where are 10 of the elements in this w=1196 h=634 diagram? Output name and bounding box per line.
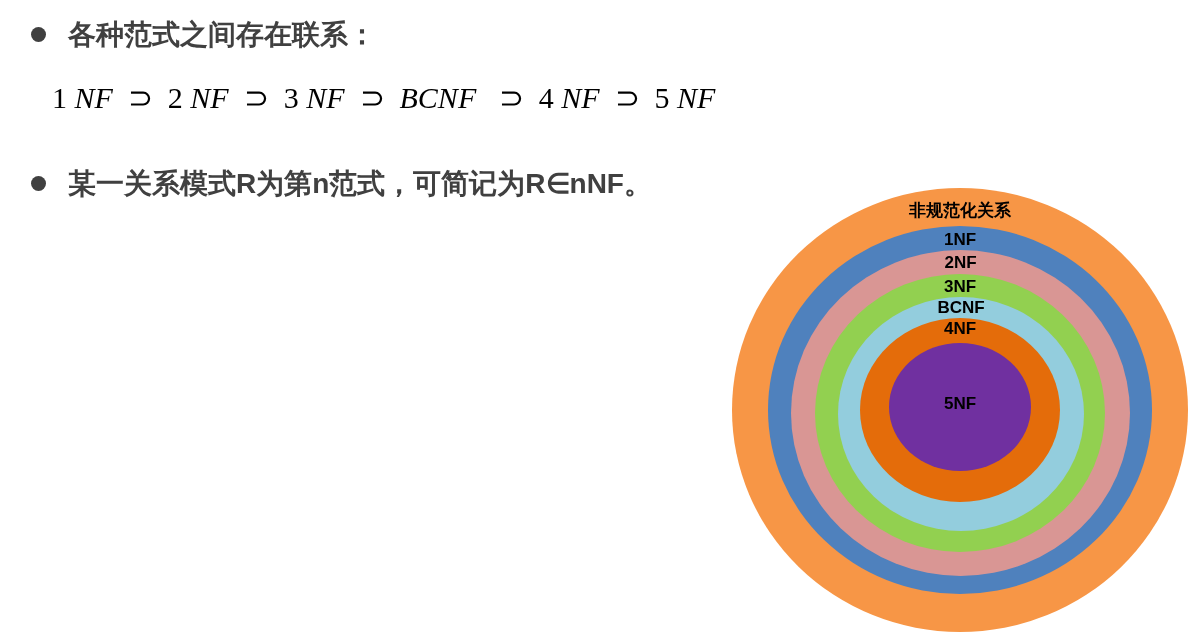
bullet-text: 各种范式之间存在联系： <box>68 18 376 52</box>
ellipse-label: 5NF <box>942 395 978 412</box>
ellipse-label: 3NF <box>942 278 978 295</box>
ellipse-label: BCNF <box>936 299 986 316</box>
bullet-text: 某一关系模式R为第n范式，可简记为R∈nNF。 <box>68 167 652 201</box>
ellipse-label: 2NF <box>943 254 978 271</box>
ellipse-label: 非规范化关系 <box>908 202 1012 219</box>
ellipse-label: 1NF <box>942 231 978 248</box>
formula: 1 NF ⊃ 2 NF ⊃ 3 NF ⊃ BCNF ⊃ 4 NF ⊃ 5 NF <box>52 80 716 115</box>
ellipse-label: 4NF <box>942 320 978 337</box>
